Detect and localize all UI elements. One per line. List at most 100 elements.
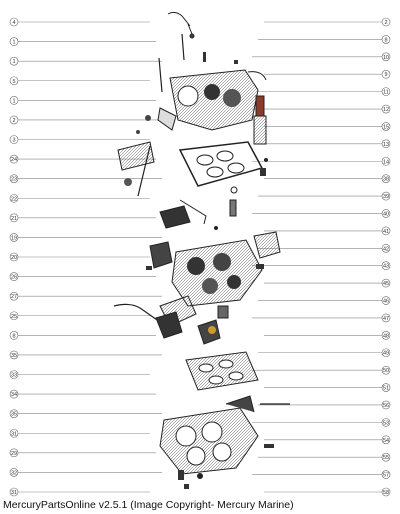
callout-circle bbox=[9, 468, 19, 477]
callout-number[interactable]: 48 bbox=[383, 333, 389, 339]
callout-number[interactable]: 24 bbox=[11, 157, 17, 163]
throttle-shaft-part bbox=[158, 33, 185, 93]
callout-number[interactable]: 31 bbox=[11, 490, 17, 496]
callout-number[interactable]: 2 bbox=[384, 20, 387, 26]
callout-circle bbox=[381, 418, 391, 427]
callout-number[interactable]: 34 bbox=[11, 392, 17, 398]
callout-number[interactable]: 46 bbox=[383, 299, 389, 305]
callout-circle bbox=[381, 296, 391, 305]
callout-number[interactable]: 10 bbox=[383, 55, 389, 61]
callout-circle bbox=[381, 470, 391, 479]
callout-circle bbox=[9, 56, 19, 66]
callout-circle bbox=[9, 272, 19, 281]
callout-number[interactable]: 56 bbox=[383, 403, 389, 409]
callout-circle bbox=[9, 487, 19, 497]
callout-number[interactable]: 5 bbox=[12, 79, 15, 85]
callout-number[interactable]: 3 bbox=[12, 138, 15, 144]
callout-circle bbox=[381, 278, 391, 288]
callout-circle bbox=[9, 428, 19, 438]
callout-circle bbox=[381, 243, 391, 253]
callout-circle bbox=[9, 174, 19, 183]
callout-number[interactable]: 1 bbox=[12, 40, 15, 46]
callout-number[interactable]: 49 bbox=[383, 351, 389, 357]
air-horn-part bbox=[157, 69, 259, 131]
base-gasket-part bbox=[185, 351, 259, 391]
callout-number[interactable]: 27 bbox=[11, 294, 17, 300]
callout-number[interactable]: 20 bbox=[11, 255, 17, 261]
callout-number[interactable]: 53 bbox=[383, 420, 389, 426]
callout-circle bbox=[381, 435, 391, 445]
callout-number[interactable]: 14 bbox=[383, 159, 389, 165]
callout-circle bbox=[381, 191, 391, 201]
callouts-left: 4115123242322211920262725835333435312932… bbox=[9, 17, 162, 497]
callout-number[interactable]: 31 bbox=[11, 431, 17, 437]
callout-number[interactable]: 58 bbox=[383, 490, 389, 496]
callout-circle bbox=[9, 350, 19, 360]
callout-number[interactable]: 29 bbox=[11, 451, 17, 457]
callout-number[interactable]: 55 bbox=[383, 455, 389, 461]
callout-number[interactable]: 35 bbox=[11, 412, 17, 418]
screw-part bbox=[203, 52, 238, 64]
upper-gasket-part bbox=[178, 141, 268, 187]
callout-circle bbox=[381, 104, 391, 114]
callout-number[interactable]: 40 bbox=[383, 211, 389, 217]
callout-number[interactable]: 35 bbox=[11, 353, 17, 359]
callout-circle bbox=[381, 69, 391, 79]
float-bowl-body-part bbox=[146, 239, 264, 307]
callout-circle bbox=[9, 291, 19, 301]
callout-number[interactable]: 4 bbox=[12, 20, 15, 26]
callout-circle bbox=[9, 252, 19, 262]
callout-number[interactable]: 22 bbox=[11, 196, 17, 202]
callout-number[interactable]: 39 bbox=[383, 194, 389, 200]
callout-number[interactable]: 21 bbox=[11, 216, 17, 222]
callout-circle bbox=[9, 331, 19, 340]
callout-number[interactable]: 1 bbox=[12, 98, 15, 104]
callout-number[interactable]: 25 bbox=[11, 314, 17, 320]
callout-number[interactable]: 38 bbox=[383, 177, 389, 183]
callout-number[interactable]: 23 bbox=[11, 177, 17, 183]
insert-part bbox=[149, 231, 281, 269]
callout-circle bbox=[9, 448, 19, 458]
callout-number[interactable]: 51 bbox=[383, 386, 389, 392]
callout-circle bbox=[381, 365, 391, 375]
choke-rod-part bbox=[167, 11, 195, 39]
callout-number[interactable]: 33 bbox=[11, 373, 17, 379]
callout-number[interactable]: 9 bbox=[384, 72, 387, 78]
callout-number[interactable]: 15 bbox=[383, 124, 389, 130]
callout-circle bbox=[381, 17, 391, 27]
pump-linkage-part bbox=[113, 295, 229, 345]
callout-circle bbox=[9, 213, 19, 223]
callout-circle bbox=[381, 35, 391, 44]
gasket-part bbox=[117, 115, 155, 197]
callout-circle bbox=[381, 209, 391, 218]
callout-number[interactable]: 12 bbox=[383, 107, 389, 113]
accelerator-pump-part bbox=[247, 71, 267, 145]
callout-number[interactable]: 1 bbox=[12, 59, 15, 65]
callout-number[interactable]: 26 bbox=[11, 275, 17, 281]
callout-number[interactable]: 41 bbox=[383, 229, 389, 235]
callout-number[interactable]: 2 bbox=[12, 118, 15, 124]
callout-circle bbox=[9, 17, 19, 27]
callout-circle bbox=[9, 370, 19, 379]
callout-circle bbox=[9, 154, 19, 164]
callout-circle bbox=[381, 174, 391, 183]
callout-number[interactable]: 32 bbox=[11, 470, 17, 476]
throttle-body-part bbox=[159, 395, 290, 489]
callout-number[interactable]: 57 bbox=[383, 473, 389, 479]
callout-number[interactable]: 42 bbox=[383, 246, 389, 252]
callout-circle bbox=[381, 452, 391, 462]
callout-number[interactable]: 11 bbox=[383, 90, 389, 96]
callout-number[interactable]: 43 bbox=[383, 264, 389, 270]
callout-number[interactable]: 54 bbox=[383, 438, 389, 444]
callout-number[interactable]: 13 bbox=[383, 142, 389, 148]
callout-circle bbox=[9, 233, 19, 242]
callout-number[interactable]: 47 bbox=[383, 316, 389, 322]
callout-circle bbox=[381, 261, 391, 271]
callout-number[interactable]: 45 bbox=[383, 281, 389, 287]
callout-number[interactable]: 50 bbox=[383, 368, 389, 374]
callout-number[interactable]: 8 bbox=[384, 37, 387, 43]
callout-circle bbox=[9, 193, 19, 203]
callout-circle bbox=[381, 122, 391, 131]
callout-number[interactable]: 19 bbox=[11, 235, 17, 241]
callout-number[interactable]: 8 bbox=[12, 333, 15, 339]
